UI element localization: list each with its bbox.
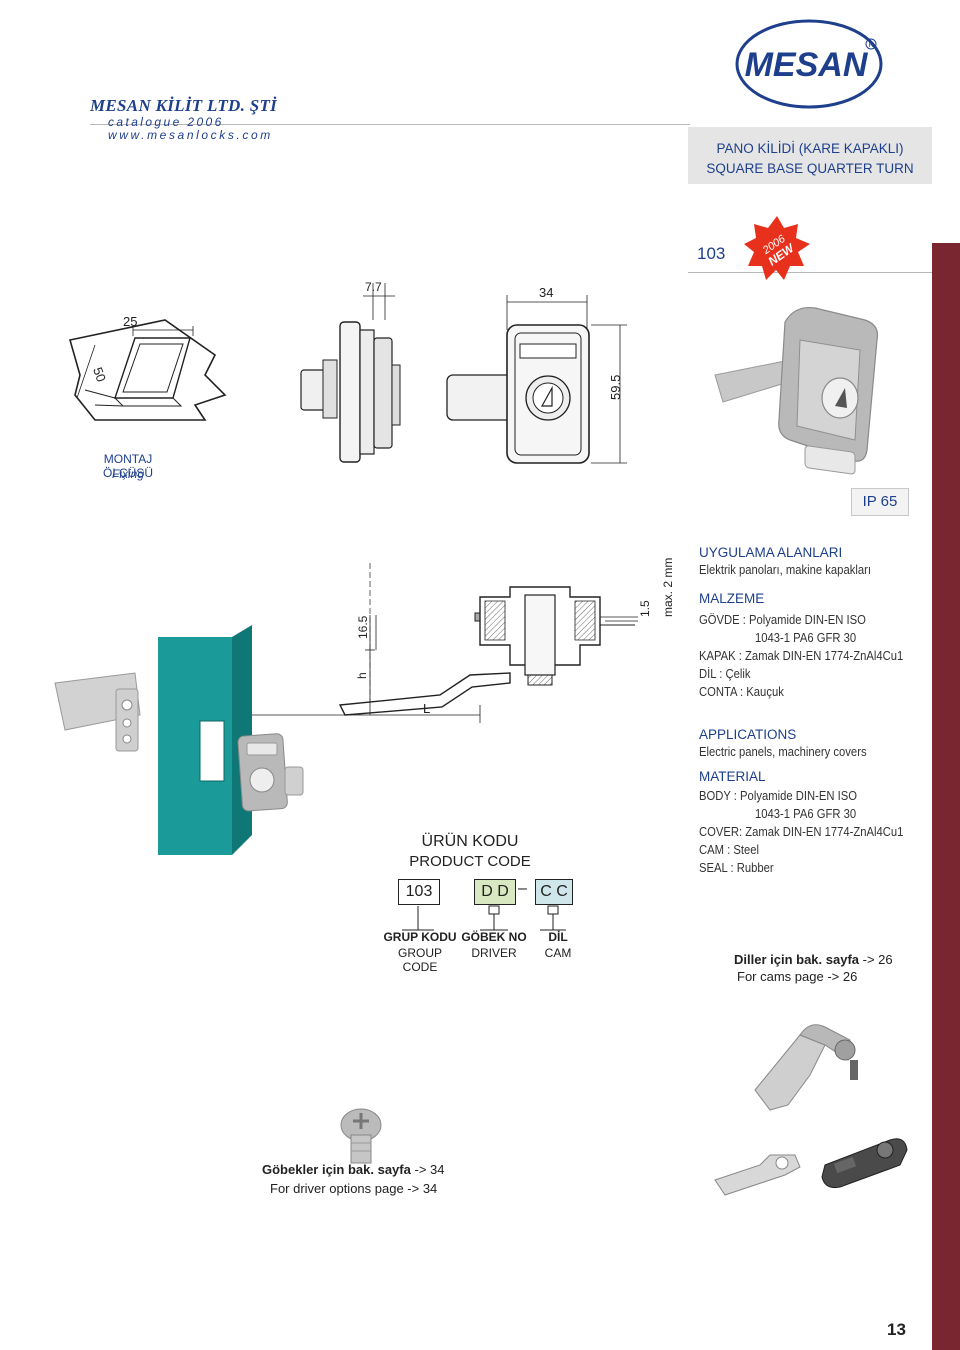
material-line-en: SEAL : Rubber bbox=[699, 861, 774, 875]
panel-assembly-render bbox=[54, 625, 304, 855]
applications-text-en: Electric panels, machinery covers bbox=[699, 745, 867, 759]
material-line-en: CAM : Steel bbox=[699, 843, 760, 857]
cam-label-en: CAM bbox=[544, 946, 572, 960]
fixing-label-turkish: MONTAJ ÖLÇÜSÜ bbox=[102, 452, 153, 480]
material-line-tr: DİL : Çelik bbox=[699, 667, 751, 681]
section-view-drawing: 1.5 max. 2 mm h 16.5 L bbox=[199, 558, 675, 723]
mesan-logo: MESAN R bbox=[735, 19, 883, 109]
group-code-label-tr: GRUP KODU bbox=[383, 930, 457, 944]
cam-code-box: C C bbox=[535, 879, 573, 905]
technical-drawings: 25 50 7.7 34 59.5 bbox=[68, 280, 879, 475]
material-line-en: COVER: Zamak DIN-EN 1774-ZnAl4Cu1 bbox=[699, 825, 904, 839]
product-render-top bbox=[714, 306, 879, 475]
registered-mark: R bbox=[868, 42, 873, 49]
material-heading-tr: MALZEME bbox=[699, 591, 765, 606]
cam-render-2 bbox=[714, 1154, 801, 1196]
assembly-drawings: 1.5 max. 2 mm h 16.5 L bbox=[54, 558, 675, 855]
cutout-height-label: 50 bbox=[90, 365, 109, 384]
new-badge: 2006 NEW bbox=[744, 216, 810, 280]
cams-note-tr-page[interactable]: -> 26 bbox=[862, 952, 893, 967]
fixing-cutout-drawing: 25 50 bbox=[68, 314, 227, 421]
product-code-title-tr: ÜRÜN KODU bbox=[421, 833, 519, 850]
cam-render-3 bbox=[821, 1138, 908, 1188]
model-code: 103 bbox=[697, 244, 726, 263]
logo-text: MESAN bbox=[745, 46, 869, 84]
material-line-en: BODY : Polyamide DIN-EN ISO bbox=[699, 789, 857, 803]
material-heading-en: MATERIAL bbox=[699, 769, 766, 784]
applications-heading-tr: UYGULAMA ALANLARI bbox=[699, 545, 843, 560]
product-code-title-en: PRODUCT CODE bbox=[409, 853, 531, 870]
applications-heading-en: APPLICATIONS bbox=[699, 727, 797, 742]
drivers-note-tr-page[interactable]: -> 34 bbox=[414, 1162, 445, 1177]
title-turkish: PANO KİLİDİ (KARE KAPAKLI) bbox=[716, 141, 904, 156]
model-rule bbox=[688, 272, 932, 273]
ip-rating-box: IP 65 bbox=[851, 488, 909, 516]
material-line-tr: 1043-1 PA6 GFR 30 bbox=[755, 631, 857, 645]
front-view-drawing: 34 59.5 bbox=[446, 285, 627, 464]
panel-thickness-label: 1.5 bbox=[638, 600, 652, 617]
fixing-label-english: Fixing bbox=[111, 467, 144, 481]
code-connector-lines bbox=[402, 905, 566, 931]
drivers-note-en[interactable]: For driver options page -> 34 bbox=[270, 1181, 438, 1196]
cam-render-1 bbox=[754, 1024, 858, 1111]
material-line-tr: GÖVDE : Polyamide DIN-EN ISO bbox=[699, 613, 866, 627]
max-thickness-label: max. 2 mm bbox=[661, 558, 675, 617]
ip-rating: IP 65 bbox=[862, 493, 898, 510]
side-view-drawing: 7.7 bbox=[300, 280, 401, 463]
driver-code-box: D D bbox=[474, 879, 516, 905]
body-width-label: 34 bbox=[539, 285, 553, 300]
length-label: L bbox=[423, 701, 430, 716]
material-line-tr: KAPAK : Zamak DIN-EN 1774-ZnAl4Cu1 bbox=[699, 649, 904, 663]
cams-note-tr: Diller için bak. sayfa bbox=[734, 952, 860, 967]
website-link[interactable]: www.mesanlocks.com bbox=[108, 128, 273, 142]
side-color-bar bbox=[932, 243, 960, 1350]
title-english: SQUARE BASE QUARTER TURN bbox=[706, 161, 914, 176]
material-line-en: 1043-1 PA6 GFR 30 bbox=[755, 807, 857, 821]
depth-label: 7.7 bbox=[365, 280, 382, 294]
group-code-box: 103 bbox=[398, 879, 440, 905]
applications-text-tr: Elektrik panoları, makine kapakları bbox=[699, 563, 871, 577]
header-rule bbox=[90, 124, 690, 125]
title-box: PANO KİLİDİ (KARE KAPAKLI) SQUARE BASE Q… bbox=[688, 127, 932, 184]
drivers-note-tr: Göbekler için bak. sayfa bbox=[262, 1162, 411, 1177]
material-line-tr: CONTA : Kauçuk bbox=[699, 685, 784, 699]
code-separator: – bbox=[518, 880, 527, 897]
cam-label-tr: DİL bbox=[548, 930, 568, 944]
body-height-label: 59.5 bbox=[608, 375, 623, 400]
driver-label-en: DRIVER bbox=[471, 946, 517, 960]
cams-note-en[interactable]: For cams page -> 26 bbox=[737, 969, 858, 984]
cam-renders bbox=[714, 1024, 908, 1196]
cutout-width-label: 25 bbox=[123, 314, 137, 329]
driver-render bbox=[340, 1108, 382, 1164]
driver-label-tr: GÖBEK NO bbox=[461, 930, 527, 944]
company-name: MESAN KİLİT LTD. ŞTİ bbox=[90, 96, 278, 115]
h-value-label: 16.5 bbox=[356, 615, 370, 639]
page-number: 13 bbox=[887, 1320, 906, 1339]
group-code-label-en: GROUP CODE bbox=[397, 946, 442, 974]
catalogue-year: catalogue 2006 bbox=[108, 115, 224, 129]
h-label: h bbox=[355, 672, 369, 679]
